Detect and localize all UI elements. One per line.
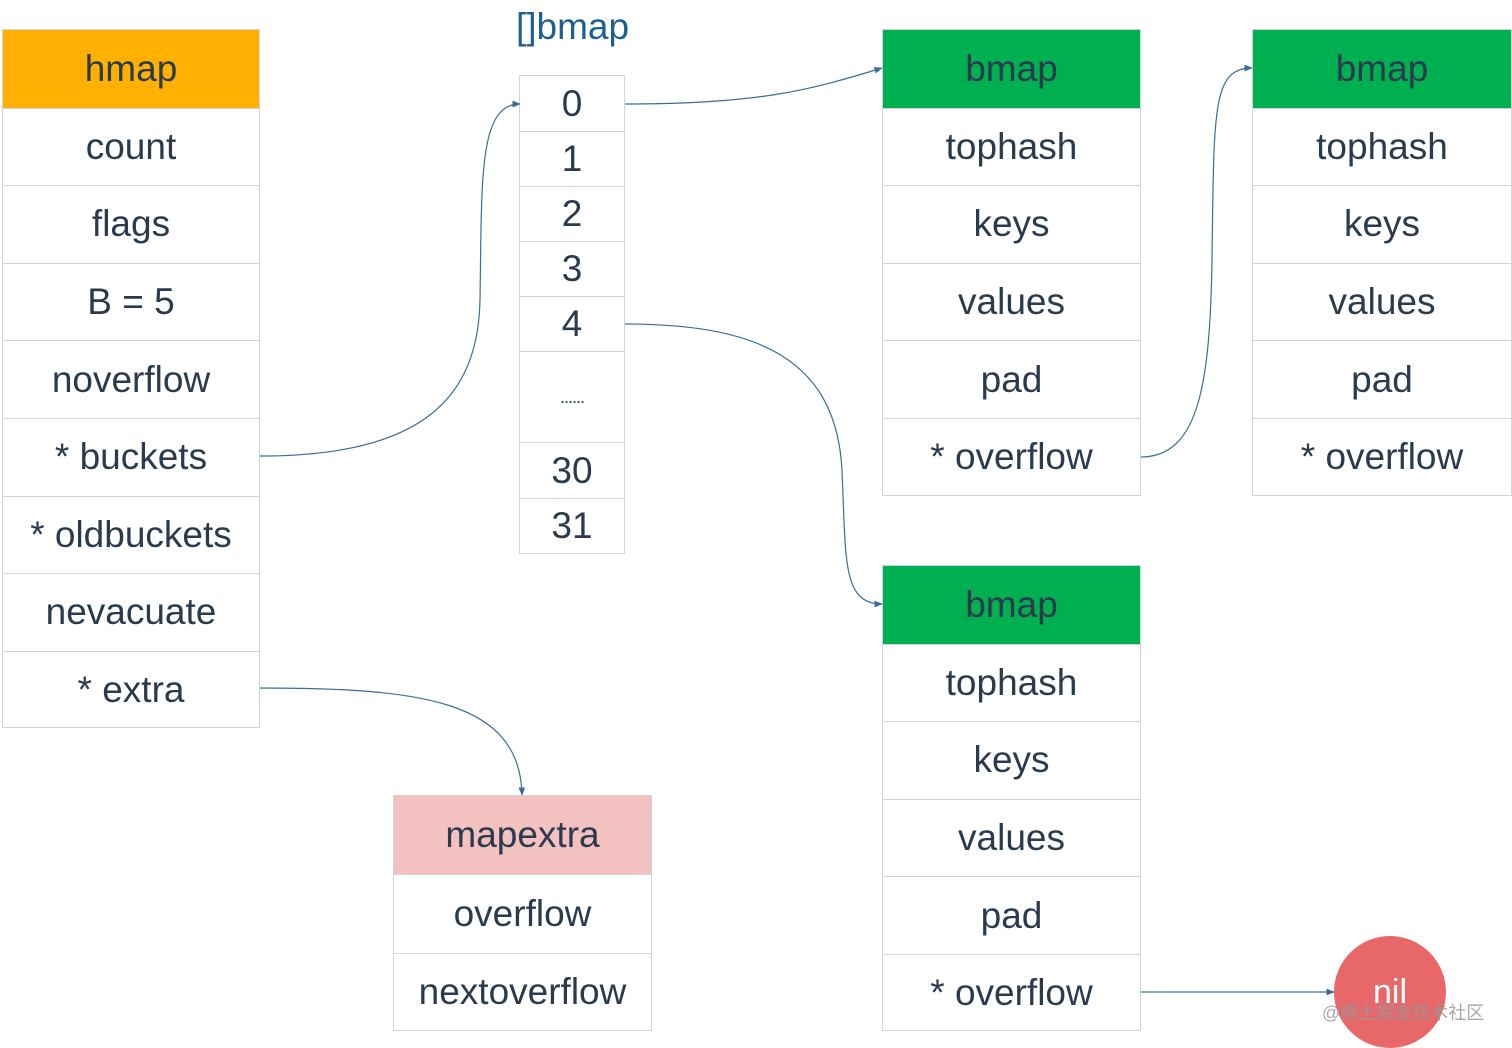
- hmap-field-b: B = 5: [3, 262, 259, 341]
- arrow-index0-to-bmap: [624, 66, 883, 105]
- bucket-index-3: 3: [520, 241, 624, 296]
- bmap-overflow-overflow: * overflow: [1253, 417, 1511, 496]
- watermark: @稀土掘金技术社区: [1322, 1003, 1485, 1023]
- bmap-overflow-header: bmap: [1253, 30, 1511, 108]
- bmap-overflow-values: values: [1253, 262, 1511, 341]
- hmap-header: hmap: [3, 30, 259, 108]
- bmap-bucket0-pad: pad: [883, 340, 1140, 418]
- mapextra-struct: mapextra overflow nextoverflow: [393, 795, 652, 1031]
- bmap-bucket0-struct: bmap tophash keys values pad * overflow: [882, 29, 1141, 496]
- hmap-field-extra: * extra: [3, 650, 259, 729]
- bucket-index-4: 4: [520, 296, 624, 351]
- bucket-index-ellipsis: ......: [520, 351, 624, 442]
- bmap-bucket4-values: values: [883, 798, 1140, 877]
- bucket-index-2: 2: [520, 186, 624, 241]
- bmap-bucket4-overflow: * overflow: [883, 953, 1140, 1032]
- bucket-array-title: []bmap: [515, 6, 630, 47]
- bmap-bucket4-pad: pad: [883, 876, 1140, 954]
- bmap-bucket0-header: bmap: [883, 30, 1140, 108]
- bmap-overflow-struct: bmap tophash keys values pad * overflow: [1252, 29, 1512, 496]
- hmap-field-noverflow: noverflow: [3, 340, 259, 418]
- bmap-bucket4-header: bmap: [883, 566, 1140, 644]
- bmap-overflow-keys: keys: [1253, 185, 1511, 263]
- bucket-index-1: 1: [520, 131, 624, 186]
- hmap-field-oldbuckets: * oldbuckets: [3, 495, 259, 574]
- bmap-bucket0-keys: keys: [883, 185, 1140, 263]
- hmap-field-count: count: [3, 107, 259, 186]
- nil-node: nil: [1334, 936, 1446, 1048]
- arrow-buckets-to-array: [259, 100, 521, 457]
- bucket-index-31: 31: [520, 497, 624, 553]
- hmap-field-flags: flags: [3, 185, 259, 263]
- bmap-bucket0-tophash: tophash: [883, 107, 1140, 186]
- mapextra-header: mapextra: [394, 796, 651, 875]
- hmap-field-nevacuate: nevacuate: [3, 573, 259, 651]
- bucket-index-30: 30: [520, 442, 624, 497]
- mapextra-nextoverflow: nextoverflow: [394, 952, 651, 1031]
- bmap-bucket0-values: values: [883, 262, 1140, 341]
- hmap-struct: hmap count flags B = 5 noverflow * bucke…: [2, 29, 260, 728]
- bmap-bucket4-struct: bmap tophash keys values pad * overflow: [882, 565, 1141, 1031]
- hmap-field-buckets: * buckets: [3, 417, 259, 496]
- arrow-overflow-to-bmap: [1140, 64, 1253, 458]
- bmap-bucket4-keys: keys: [883, 721, 1140, 799]
- bmap-overflow-tophash: tophash: [1253, 107, 1511, 186]
- arrow-extra-to-mapextra: [259, 687, 526, 796]
- bmap-bucket4-tophash: tophash: [883, 643, 1140, 722]
- bucket-index-0: 0: [561, 82, 583, 124]
- arrow-index4-to-bmap: [624, 323, 883, 608]
- mapextra-overflow: overflow: [394, 874, 651, 952]
- bmap-overflow-pad: pad: [1253, 340, 1511, 418]
- bmap-bucket0-overflow: * overflow: [883, 417, 1140, 496]
- bucket-array: 0 1 2 3 4 ...... 30 31: [519, 75, 625, 554]
